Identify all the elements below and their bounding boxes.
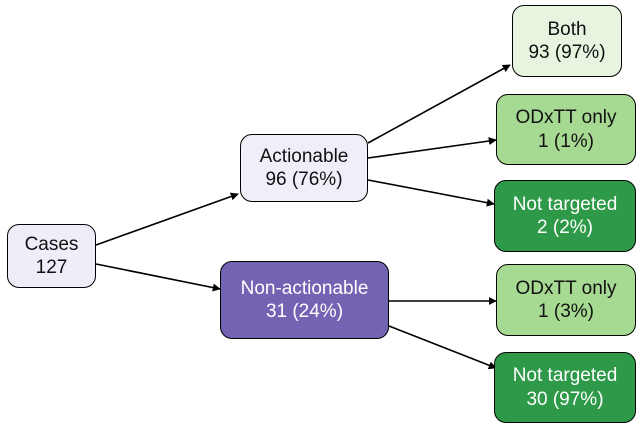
node-odxtt-only-actionable-count: 1 (1%): [538, 130, 594, 152]
node-not-targeted-non-actionable-count: 30 (97%): [526, 388, 604, 410]
node-odxtt-only-non-actionable-title: ODxTT only: [515, 277, 617, 299]
node-both-title: Both: [547, 18, 587, 40]
edge-actionable-to-odxtt-only: [367, 137, 497, 159]
node-cases-title: Cases: [24, 233, 79, 255]
node-actionable-title: Actionable: [259, 145, 349, 167]
node-cases-count: 127: [35, 257, 68, 278]
node-not-targeted-actionable-title: Not targeted: [512, 193, 618, 215]
edge-actionable-to-not-targeted: [367, 179, 495, 207]
node-actionable-count: 96 (76%): [265, 169, 343, 190]
edge-non-actionable-to-not-targeted: [388, 325, 497, 370]
node-not-targeted-actionable: Not targeted 2 (2%): [494, 180, 636, 252]
node-not-targeted-non-actionable: Not targeted 30 (97%): [494, 352, 636, 423]
node-odxtt-only-non-actionable-count: 1 (3%): [538, 301, 594, 322]
node-not-targeted-non-actionable-title: Not targeted: [512, 365, 618, 387]
edge-cases-to-actionable: [95, 192, 239, 246]
node-non-actionable-count: 31 (24%): [265, 301, 344, 322]
node-non-actionable-title: Non-actionable: [240, 277, 369, 299]
node-both-count: 93 (97%): [528, 42, 606, 63]
edge-actionable-to-both: [367, 64, 511, 144]
edge-cases-to-non-actionable: [95, 263, 221, 292]
node-cases: Cases 127: [7, 224, 96, 288]
node-actionable: Actionable 96 (76%): [240, 134, 368, 202]
node-odxtt-only-non-actionable: ODxTT only 1 (3%): [496, 264, 636, 336]
node-odxtt-only-actionable-title: ODxTT only: [515, 107, 617, 129]
node-both: Both 93 (97%): [512, 5, 622, 77]
node-not-targeted-actionable-count: 2 (2%): [537, 217, 593, 238]
node-non-actionable: Non-actionable 31 (24%): [220, 261, 389, 339]
node-odxtt-only-actionable: ODxTT only 1 (1%): [496, 94, 636, 165]
